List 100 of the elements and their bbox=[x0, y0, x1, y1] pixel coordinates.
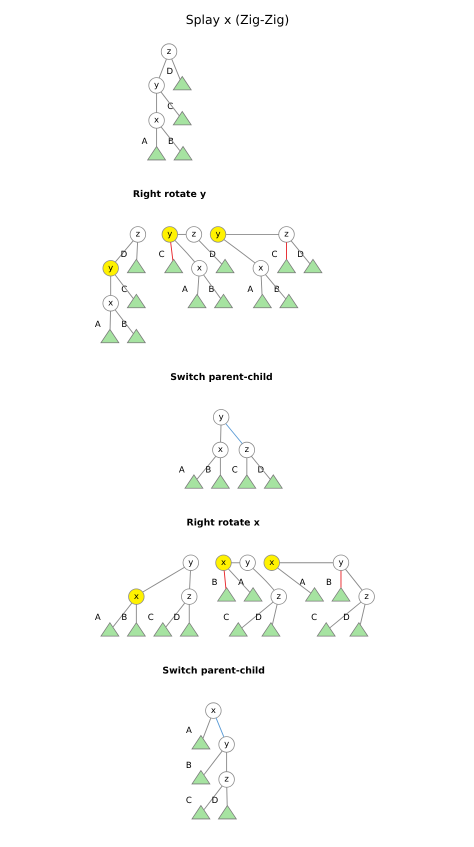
connector bbox=[224, 423, 242, 444]
connector bbox=[156, 128, 157, 147]
connector bbox=[246, 457, 247, 476]
connector bbox=[252, 568, 274, 591]
connector bbox=[202, 274, 221, 299]
node-label: B bbox=[120, 320, 127, 330]
connector bbox=[225, 234, 279, 235]
node-triangle bbox=[100, 622, 120, 636]
node-label: D bbox=[254, 613, 262, 624]
node-label: B bbox=[120, 613, 127, 624]
connector bbox=[240, 602, 274, 628]
connector bbox=[174, 240, 195, 262]
node-triangle bbox=[242, 586, 262, 602]
node-triangle bbox=[236, 474, 256, 489]
node-circle: z bbox=[185, 226, 202, 243]
node-circle: x bbox=[252, 260, 268, 276]
node-triangle bbox=[190, 734, 210, 750]
node-label: C bbox=[231, 465, 238, 476]
node-label: C bbox=[120, 284, 127, 295]
connector bbox=[170, 242, 173, 262]
label: Right rotate x bbox=[186, 518, 260, 529]
node-label: A bbox=[185, 726, 192, 736]
connector bbox=[215, 717, 224, 738]
connector bbox=[276, 568, 311, 594]
node-triangle bbox=[184, 474, 204, 489]
node-circle: z bbox=[160, 43, 177, 60]
connector bbox=[290, 240, 310, 264]
node-circle: z bbox=[358, 588, 374, 605]
node-triangle bbox=[276, 258, 296, 274]
node-circle: y bbox=[161, 226, 178, 243]
connector bbox=[226, 786, 228, 806]
node-circle: x bbox=[148, 112, 164, 129]
connector bbox=[198, 240, 222, 264]
label: Right rotate y bbox=[132, 189, 206, 200]
node-circle: x bbox=[102, 295, 118, 312]
node-label: A bbox=[94, 320, 100, 330]
node-circle: y bbox=[102, 260, 118, 276]
node-label: A bbox=[246, 284, 253, 295]
node-triangle bbox=[172, 76, 192, 90]
node-triangle bbox=[252, 294, 272, 308]
connector bbox=[136, 242, 138, 260]
node-triangle bbox=[260, 622, 280, 636]
connector bbox=[227, 568, 250, 593]
connector bbox=[160, 92, 180, 116]
node-circle: z bbox=[238, 442, 254, 458]
connector bbox=[142, 566, 184, 592]
connector bbox=[156, 92, 157, 114]
node-circle: x bbox=[204, 702, 222, 719]
node-label: A bbox=[94, 613, 100, 624]
connector bbox=[226, 752, 227, 772]
connector bbox=[328, 602, 361, 628]
connector bbox=[223, 239, 255, 264]
connector bbox=[114, 240, 134, 262]
node-label: C bbox=[310, 613, 317, 624]
connector bbox=[176, 234, 186, 235]
connector bbox=[196, 276, 199, 296]
node-circle: y bbox=[148, 77, 164, 94]
node-label: A bbox=[182, 284, 188, 295]
node-triangle bbox=[190, 770, 210, 784]
node-label: B bbox=[211, 578, 217, 588]
node-triangle bbox=[164, 258, 183, 274]
connector bbox=[340, 570, 341, 588]
node-label: D bbox=[120, 250, 127, 260]
node-triangle bbox=[214, 258, 234, 274]
node-circle: z bbox=[180, 588, 197, 605]
node-circle: x bbox=[128, 588, 144, 605]
node-triangle bbox=[213, 294, 233, 308]
node-circle: y bbox=[212, 409, 229, 426]
node-circle: z bbox=[278, 226, 294, 243]
connector bbox=[110, 276, 111, 296]
connector bbox=[188, 570, 190, 590]
node-triangle bbox=[190, 804, 210, 820]
connector bbox=[109, 310, 110, 330]
node-triangle bbox=[278, 294, 298, 308]
node-label: D bbox=[173, 613, 180, 624]
node-label: C bbox=[158, 250, 164, 260]
connector bbox=[220, 424, 221, 442]
connector bbox=[250, 456, 270, 480]
connector bbox=[158, 58, 166, 78]
node-triangle bbox=[152, 622, 172, 636]
connector bbox=[170, 58, 180, 80]
node-label: C bbox=[185, 796, 192, 806]
node-circle: x bbox=[212, 442, 228, 458]
connector bbox=[260, 276, 262, 296]
node-triangle bbox=[126, 328, 146, 344]
connector bbox=[188, 604, 190, 624]
node-circle: x bbox=[263, 554, 280, 571]
node-label: D bbox=[211, 796, 218, 806]
connector bbox=[278, 562, 334, 564]
connector bbox=[135, 604, 136, 624]
node-label: A bbox=[299, 578, 305, 588]
node-label: C bbox=[222, 613, 229, 624]
node-triangle bbox=[263, 474, 282, 489]
node-triangle bbox=[216, 586, 236, 602]
connector bbox=[271, 604, 278, 626]
node-circle: y bbox=[218, 736, 234, 753]
node-triangle bbox=[179, 622, 198, 636]
connector bbox=[112, 602, 132, 628]
node-circle: y bbox=[209, 226, 226, 243]
node-label: D bbox=[342, 613, 350, 624]
